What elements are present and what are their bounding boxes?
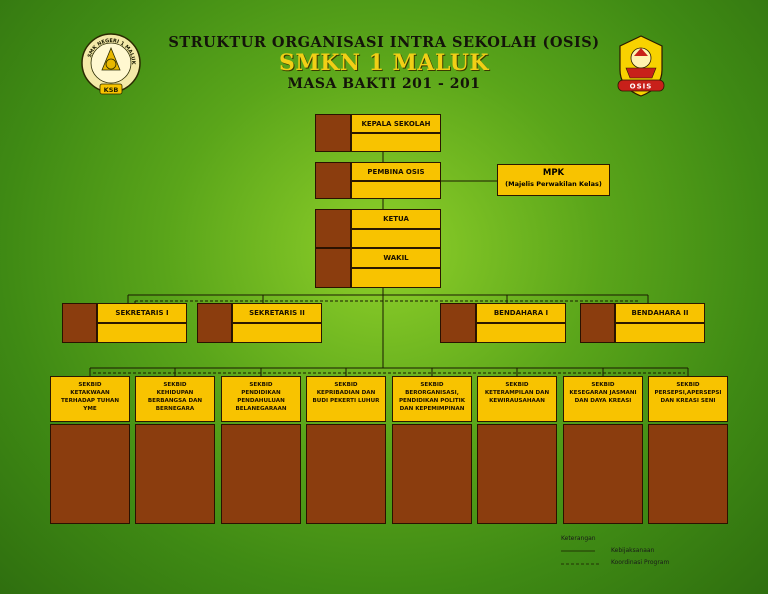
label-wakil: WAKIL (351, 248, 441, 268)
photo-placeholder (62, 303, 97, 343)
legend-solid-label: Kebijaksanaan (611, 547, 655, 554)
name-slot (615, 323, 705, 343)
sekbid-2-photo (135, 424, 215, 524)
name-slot (351, 229, 441, 248)
photo-placeholder (315, 114, 351, 152)
label-pembina-osis: PEMBINA OSIS (351, 162, 441, 181)
photo-placeholder (315, 162, 351, 199)
legend-dashed-label: Koordinasi Program (611, 559, 670, 566)
sekbid-1-photo (50, 424, 130, 524)
name-slot (476, 323, 566, 343)
label-kepala-sekolah: KEPALA SEKOLAH (351, 114, 441, 133)
label-bendahara-1: BENDAHARA I (476, 303, 566, 323)
label-bendahara-2: BENDAHARA II (615, 303, 705, 323)
label-sekretaris-1: SEKRETARIS I (97, 303, 187, 323)
node-mpk: MPK (Majelis Perwakilan Kelas) (497, 164, 610, 196)
mpk-subtitle: (Majelis Perwakilan Kelas) (505, 180, 602, 188)
school-logo: SMK NEGERI 1 MALUK KSB (81, 33, 141, 95)
sekbid-8-photo (648, 424, 728, 524)
name-slot (351, 133, 441, 152)
name-slot (351, 268, 441, 288)
logo-badge-text: KSB (104, 86, 119, 94)
photo-placeholder (440, 303, 476, 343)
photo-placeholder (580, 303, 615, 343)
label-sekretaris-2: SEKRETARIS II (232, 303, 322, 323)
label-ketua: KETUA (351, 209, 441, 229)
sekbid-4-photo (306, 424, 386, 524)
sekbid-7-photo (563, 424, 643, 524)
photo-placeholder (315, 209, 351, 248)
sekbid-5-photo (392, 424, 472, 524)
photo-placeholder (197, 303, 232, 343)
mpk-title: MPK (542, 168, 565, 178)
photo-placeholder (315, 248, 351, 288)
title-period: MASA BAKTI 201 - 201 (287, 76, 481, 92)
title-school-name: SMKN 1 MALUK (278, 50, 490, 76)
name-slot (97, 323, 187, 343)
sekbid-3-photo (221, 424, 301, 524)
legend-title: Keterangan (561, 535, 596, 542)
title-line-1: STRUKTUR ORGANISASI INTRA SEKOLAH (OSIS) (168, 34, 600, 51)
sekbid-6-photo (477, 424, 557, 524)
name-slot (351, 181, 441, 199)
osis-logo: OSIS (617, 35, 665, 97)
logo-banner-text: OSIS (630, 83, 653, 91)
name-slot (232, 323, 322, 343)
